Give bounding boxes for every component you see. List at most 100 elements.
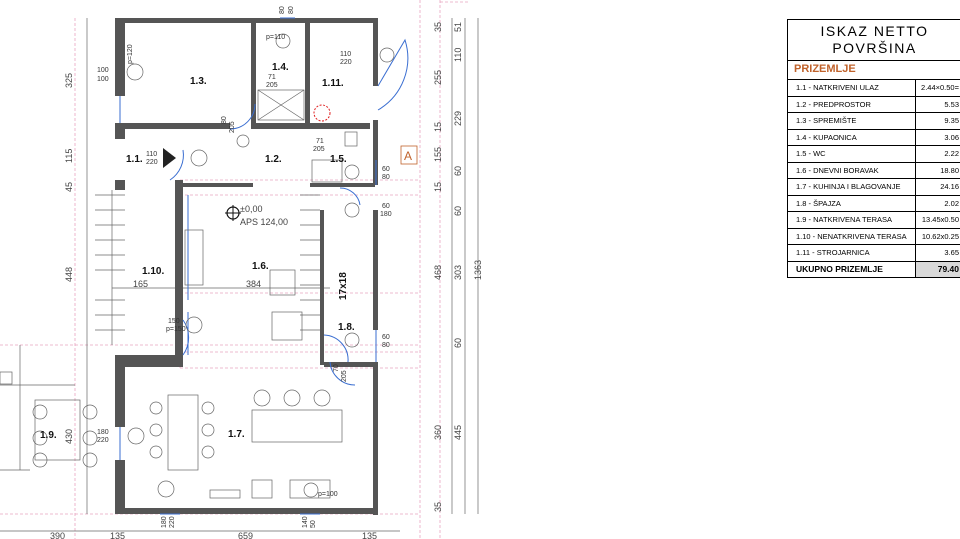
row-label: 1.5 - WC: [796, 149, 826, 159]
dim-left-4: 448: [64, 267, 74, 282]
svg-text:p=100: p=100: [318, 491, 338, 498]
svg-text:80: 80: [221, 116, 228, 124]
area-table: ISKAZ NETTO POVRŠINA PRIZEMLJE 1.1 - NAT…: [787, 19, 960, 278]
svg-text:71: 71: [316, 138, 324, 145]
room-label-1-7: 1.7.: [228, 429, 245, 440]
windows: [119, 17, 377, 515]
svg-text:110: 110: [146, 151, 157, 158]
row-label: 1.10 - NENATKRIVENA TERASA: [796, 231, 907, 241]
door-swings: [169, 38, 409, 386]
svg-text:180: 180: [97, 429, 109, 436]
svg-text:180: 180: [161, 516, 168, 528]
row-label: 1.11 - STROJARNICA: [796, 248, 870, 258]
row-value: 10.62x0.25: [915, 228, 960, 244]
dim-left-2: 115: [64, 149, 74, 163]
svg-text:100: 100: [97, 67, 109, 74]
dim-right-1: 35: [433, 22, 443, 32]
row-value: 2.02: [915, 195, 960, 211]
svg-text:220: 220: [169, 516, 176, 528]
table-title: ISKAZ NETTO POVRŠINA: [788, 19, 960, 61]
section-mark-box: [400, 145, 418, 165]
dim-right-5: 15: [433, 122, 443, 132]
svg-text:180: 180: [380, 211, 392, 218]
dim-left-5: 430: [64, 429, 74, 444]
svg-text:70: 70: [333, 364, 340, 372]
svg-text:205: 205: [266, 82, 278, 89]
svg-text:80: 80: [288, 6, 295, 14]
terrace-slats: [0, 190, 125, 471]
dim-bottom-2: 135: [110, 531, 125, 539]
row-label: 1.6 - DNEVNI BORAVAK: [796, 165, 879, 175]
svg-text:p=120: p=120: [127, 44, 134, 64]
row-label: 1.1 - NATKRIVENI ULAZ: [796, 83, 879, 93]
dim-left-1: 325: [64, 73, 74, 88]
svg-text:71: 71: [268, 74, 276, 81]
room-label-1-8: 1.8.: [338, 322, 355, 333]
dim-inner-1: 165: [133, 279, 148, 289]
svg-text:205: 205: [341, 370, 348, 382]
property-lines: [0, 0, 470, 539]
table-row: 1.8 - ŠPAJZA 2.02: [788, 195, 960, 212]
row-value: 24.16: [915, 179, 960, 195]
room-label-1-4: 1.4.: [272, 62, 289, 73]
room-label-1-3: 1.3.: [190, 76, 207, 87]
row-label: 1.7 - KUHINJA I BLAGOVANJE: [796, 182, 901, 192]
dim-right-6: 229: [453, 111, 463, 126]
floor-plan: 1.3. 1.4. 1.11. 1.1. 1.2. 1.5. 1.6. 1.10…: [0, 0, 483, 539]
svg-text:205: 205: [229, 121, 236, 133]
dim-right-15: 360: [433, 425, 443, 440]
total-row: UKUPNO PRIZEMLJE 79.40: [788, 261, 960, 278]
svg-text:60: 60: [382, 334, 390, 341]
room-label-1-11: 1.11.: [322, 78, 344, 89]
svg-text:p=110: p=110: [266, 34, 285, 41]
row-label: 1.8 - ŠPAJZA: [796, 198, 841, 208]
svg-text:110: 110: [340, 51, 351, 58]
stair-label: 17x18: [338, 272, 349, 300]
dim-right-17: 35: [433, 502, 443, 512]
room-label-1-9: 1.9.: [40, 430, 57, 441]
dim-right-2: 51: [453, 22, 463, 32]
dim-bottom-4: 135: [362, 531, 377, 539]
table-title-line2: POVRŠINA: [832, 40, 917, 56]
row-label: 1.9 - NATKRIVENA TERASA: [796, 215, 893, 225]
table-row: 1.10 - NENATKRIVENA TERASA 10.62x0.25: [788, 228, 960, 245]
svg-text:205: 205: [313, 146, 325, 153]
dim-inner-2: 384: [246, 279, 261, 289]
section-heading: PRIZEMLJE: [788, 61, 960, 80]
svg-text:220: 220: [146, 159, 158, 166]
dim-right-10: 60: [453, 206, 463, 216]
walls: [115, 18, 378, 515]
row-label: 1.2 - PREDPROSTOR: [796, 99, 871, 109]
dim-right-8: 15: [433, 182, 443, 192]
table-title-line1: ISKAZ NETTO: [820, 23, 929, 39]
table-row: 1.7 - KUHINJA I BLAGOVANJE 24.16: [788, 179, 960, 196]
aps-mark: APS 124,00: [240, 217, 288, 227]
row-label: 1.4 - KUPAONICA: [796, 132, 857, 142]
dim-bottom-1: 390: [50, 531, 65, 539]
svg-text:50: 50: [310, 520, 317, 528]
row-value: 2.22: [915, 146, 960, 162]
svg-text:80: 80: [382, 342, 390, 349]
row-value: 5.53: [915, 96, 960, 112]
dim-right-7: 155: [433, 147, 443, 162]
dim-right-11: 468: [433, 265, 443, 280]
room-label-1-10: 1.10.: [142, 266, 164, 277]
svg-text:220: 220: [340, 59, 352, 66]
svg-text:100: 100: [97, 76, 109, 83]
svg-text:140: 140: [302, 516, 309, 528]
dim-left-3: 45: [64, 182, 74, 192]
total-value: 79.40: [915, 261, 960, 277]
dim-right-9: 60: [453, 166, 463, 176]
light-fixtures: [126, 33, 395, 498]
dim-right-14: 60: [453, 338, 463, 348]
room-label-1-2: 1.2.: [265, 154, 282, 165]
svg-text:220: 220: [97, 437, 109, 444]
section-mark: A: [404, 149, 412, 163]
dim-right-3: 110: [453, 48, 463, 62]
